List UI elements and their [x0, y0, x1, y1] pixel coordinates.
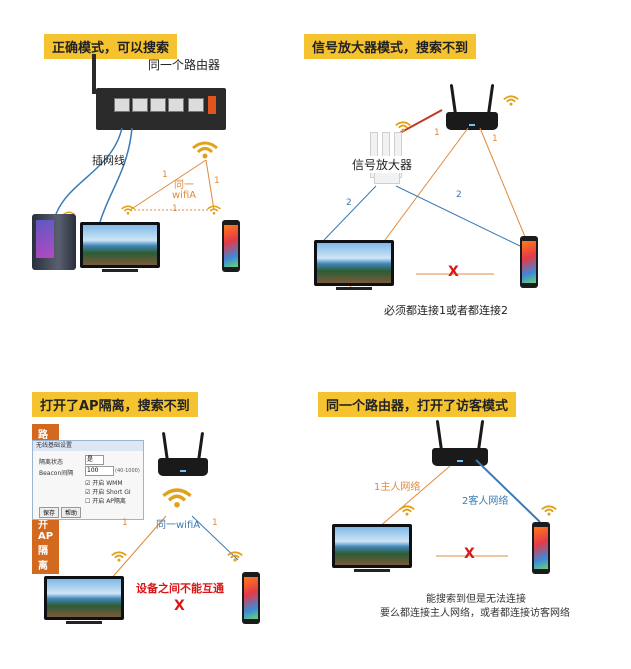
power-switch: [208, 96, 216, 114]
cable-label: 插网线: [92, 154, 125, 167]
wifi-label: 同一: [174, 180, 194, 191]
panel-title: 信号放大器模式，搜索不到: [304, 34, 477, 59]
router: [158, 428, 208, 476]
desktop-pc: [32, 214, 76, 270]
wifi-icon: [192, 141, 218, 159]
panel-title: 同一个路由器，打开了访客模式: [318, 392, 517, 417]
antenna: [92, 54, 96, 94]
blocked-mark: X: [464, 546, 475, 562]
tv: [332, 524, 412, 574]
blocked-mark: X: [448, 264, 459, 280]
panel-note: 必须都连接1或者都连接2: [384, 304, 508, 317]
amplifier-label: 信号放大器: [350, 156, 415, 173]
checkbox-short-gi[interactable]: ☑ 开启 Short GI: [85, 489, 131, 496]
wifi-icon: [207, 205, 221, 215]
edge-label: 1: [492, 134, 498, 144]
checkbox-wmm[interactable]: ☑ 开启 WMM: [85, 480, 123, 487]
tv: [44, 576, 124, 626]
option-label: 开启 Short GI: [92, 489, 131, 496]
lan-port: [114, 98, 130, 112]
edge-label: 1: [162, 170, 168, 180]
wifi-icon: [162, 488, 192, 508]
setting-hint: (40-1000): [115, 468, 140, 474]
wifi-icon: [399, 505, 415, 516]
wifi-label: wifiA: [172, 190, 197, 201]
edge-label: 1: [172, 204, 178, 214]
panel-title: 正确模式，可以搜索: [44, 34, 178, 59]
setting-label: 隔离状态: [39, 459, 64, 466]
setting-select[interactable]: 是: [85, 455, 104, 465]
guest-network-label: 2客人网络: [462, 496, 509, 507]
tv: [80, 222, 160, 272]
panel-note: 要么都连接主人网络，或者都连接访客网络: [380, 608, 570, 619]
wifi-icon: [541, 505, 557, 516]
router: [432, 416, 488, 466]
wifi-icon: [227, 551, 243, 562]
save-button[interactable]: 保存: [39, 507, 60, 518]
setting-label: Beacon间隔: [39, 470, 74, 477]
edge-label: 1: [122, 518, 128, 528]
wifi-icon: [395, 121, 411, 132]
checkbox-ap-isolation[interactable]: ☐ 开启 AP隔离: [85, 498, 126, 505]
edge-label: 1: [212, 518, 218, 528]
router: [446, 80, 498, 130]
warning-text: 设备之间不能互通: [136, 582, 224, 595]
wifi-icon: [121, 205, 135, 215]
router-back-panel: [96, 88, 226, 130]
lan-port: [150, 98, 166, 112]
panel-note: 能搜索到但是无法连接: [426, 594, 526, 605]
edge-label: 2: [456, 190, 462, 200]
phone: [532, 522, 550, 574]
phone: [520, 236, 538, 288]
router-settings-screenshot: 无线基础设置 隔离状态 是 Beacon间隔 100 (40-1000) ☑ 开…: [32, 440, 144, 520]
option-label: 开启 WMM: [92, 480, 123, 487]
wifi-icon: [503, 95, 519, 106]
edge-label: 2: [346, 198, 352, 208]
setting-input[interactable]: 100: [85, 466, 114, 476]
wifi-icon: [111, 551, 127, 562]
wifi-label: 同一wifiA: [156, 520, 201, 531]
blocked-mark: X: [174, 598, 185, 614]
edge-label: 1: [434, 128, 440, 138]
main-network-label: 1主人网络: [374, 482, 421, 493]
phone: [242, 572, 260, 624]
settings-header: 无线基础设置: [33, 441, 143, 451]
phone: [222, 220, 240, 272]
option-label: 开启 AP隔离: [92, 498, 126, 505]
wan-port: [188, 98, 204, 112]
panel-title: 打开了AP隔离，搜索不到: [32, 392, 198, 417]
lan-port: [132, 98, 148, 112]
help-button[interactable]: 帮助: [61, 507, 82, 518]
lan-port: [168, 98, 184, 112]
edge-label: 1: [214, 176, 220, 186]
router-label: 同一个路由器: [148, 58, 221, 72]
tv: [314, 240, 394, 290]
